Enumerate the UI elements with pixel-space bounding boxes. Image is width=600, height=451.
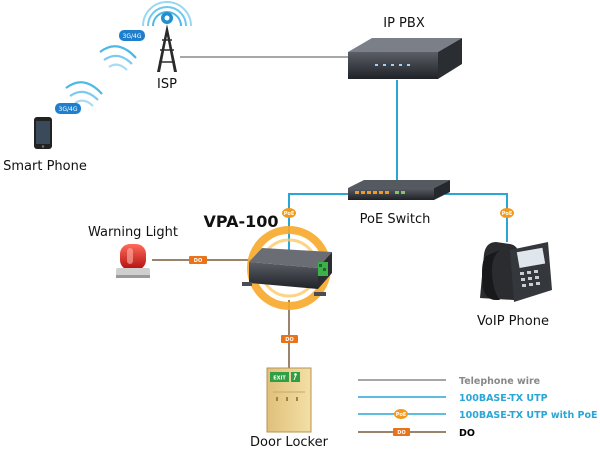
svg-text:EXIT: EXIT bbox=[273, 376, 286, 382]
legend-item-utp-poe: PoE 100BASE-TX UTP with PoE bbox=[358, 409, 598, 421]
svg-text:Telephone wire: Telephone wire bbox=[459, 376, 540, 387]
ip-pbx-label: IP PBX bbox=[383, 16, 425, 31]
poe-tag-left: PoE bbox=[282, 208, 296, 218]
do-tag-warning-light: DO bbox=[189, 256, 207, 264]
svg-text:DO: DO bbox=[397, 430, 405, 436]
warning-light-icon bbox=[116, 244, 150, 278]
isp-label: ISP bbox=[157, 77, 177, 92]
svg-text:PoE: PoE bbox=[284, 211, 295, 217]
legend-item-telephone-wire: Telephone wire bbox=[358, 376, 540, 387]
tower-3g4g-badge: 3G/4G bbox=[119, 30, 145, 41]
smart-phone-icon bbox=[34, 117, 52, 149]
phone-3g4g-badge: 3G/4G bbox=[55, 103, 81, 114]
vpa-100-device bbox=[242, 226, 332, 310]
svg-text:100BASE-TX UTP with PoE: 100BASE-TX UTP with PoE bbox=[459, 410, 598, 421]
svg-text:DO: DO bbox=[285, 337, 293, 343]
door-locker-icon: EXIT bbox=[266, 367, 312, 433]
voip-phone-icon bbox=[480, 242, 552, 302]
legend-item-utp: 100BASE-TX UTP bbox=[358, 393, 548, 404]
wireless-waves-icon bbox=[65, 45, 137, 107]
svg-text:DO: DO bbox=[459, 428, 475, 439]
svg-text:PoE: PoE bbox=[396, 412, 407, 418]
poe-tag-right: PoE bbox=[500, 208, 514, 218]
svg-text:PoE: PoE bbox=[502, 211, 513, 217]
smart-phone-label: Smart Phone bbox=[3, 159, 87, 174]
svg-text:100BASE-TX UTP: 100BASE-TX UTP bbox=[459, 393, 548, 404]
ip-pbx-device bbox=[348, 38, 462, 79]
svg-text:DO: DO bbox=[194, 258, 202, 264]
antenna-tower-icon bbox=[142, 1, 192, 72]
device-title: VPA-100 bbox=[203, 212, 278, 231]
poe-switch-device bbox=[348, 180, 450, 200]
voip-phone-label: VoIP Phone bbox=[477, 314, 549, 329]
svg-text:3G/4G: 3G/4G bbox=[59, 106, 78, 113]
do-tag-door-locker: DO bbox=[281, 335, 298, 343]
door-locker-label: Door Locker bbox=[250, 435, 329, 450]
legend: Telephone wire 100BASE-TX UTP PoE 100BAS… bbox=[358, 376, 598, 439]
warning-light-label: Warning Light bbox=[88, 225, 178, 240]
svg-text:3G/4G: 3G/4G bbox=[123, 33, 142, 40]
poe-switch-label: PoE Switch bbox=[360, 212, 431, 227]
legend-item-do: DO DO bbox=[358, 428, 475, 439]
